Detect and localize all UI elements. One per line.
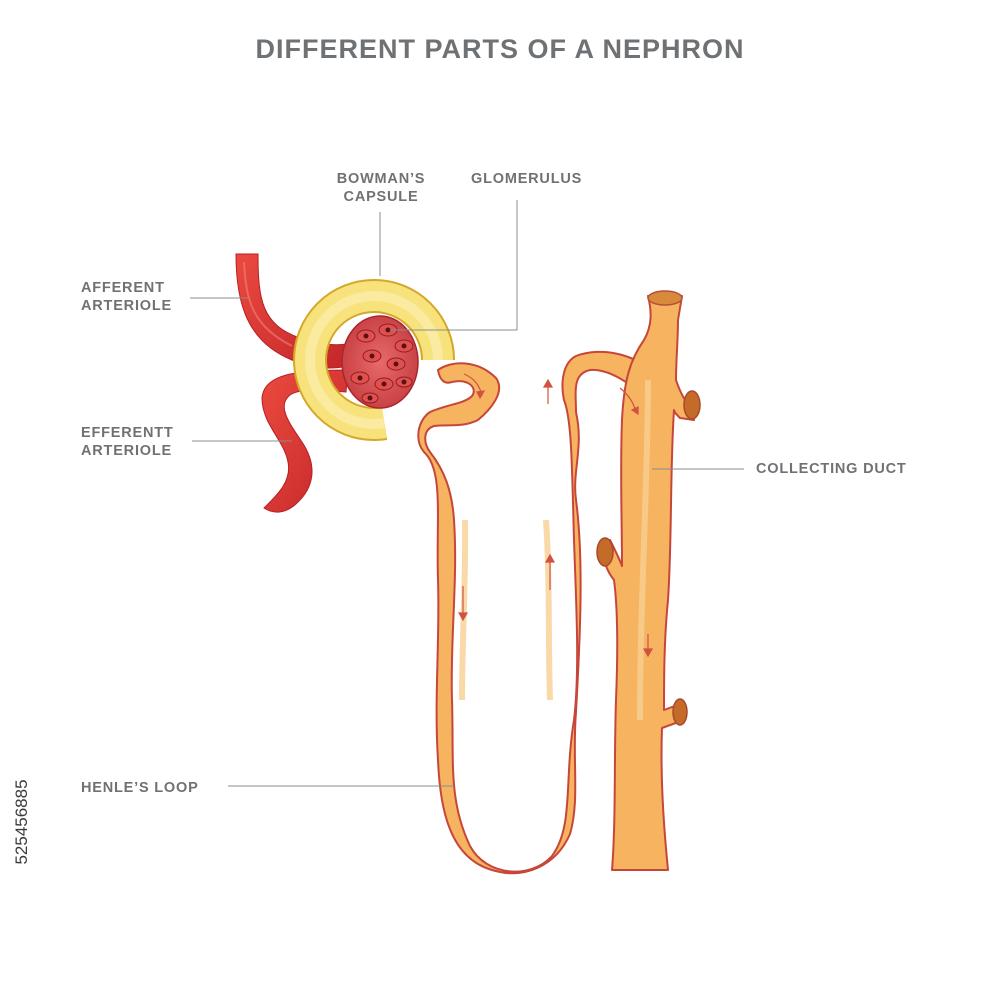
glomerulus (341, 315, 419, 409)
label-efferent-arteriole: EFFERENTT ARTERIOLE (81, 424, 174, 460)
side-id-number: 525456885 (11, 757, 33, 887)
label-bowmans-capsule: BOWMAN’S CAPSULE (326, 170, 436, 206)
flow-arrows (457, 373, 654, 658)
label-afferent-arteriole: AFFERENT ARTERIOLE (81, 279, 172, 315)
label-efferent-line1: EFFERENTT (81, 425, 174, 441)
label-bowmans-capsule-line2: CAPSULE (343, 189, 419, 205)
label-afferent-line1: AFFERENT (81, 280, 165, 296)
label-glomerulus: GLOMERULUS (471, 171, 583, 187)
page-title: DIFFERENT PARTS OF A NEPHRON (255, 34, 745, 64)
side-id-text: 525456885 (12, 779, 31, 865)
label-efferent-line2: ARTERIOLE (81, 443, 172, 459)
leader-lines (190, 200, 744, 787)
label-collecting-duct: COLLECTING DUCT (756, 461, 907, 477)
collecting-duct (596, 290, 701, 871)
efferent-arteriole (261, 369, 349, 513)
bowmans-capsule (293, 279, 455, 441)
label-afferent-line2: ARTERIOLE (81, 298, 172, 314)
leader-glomerulus (390, 200, 518, 331)
label-henles-loop: HENLE’S LOOP (81, 780, 199, 796)
label-bowmans-capsule-line1: BOWMAN’S (336, 171, 426, 187)
